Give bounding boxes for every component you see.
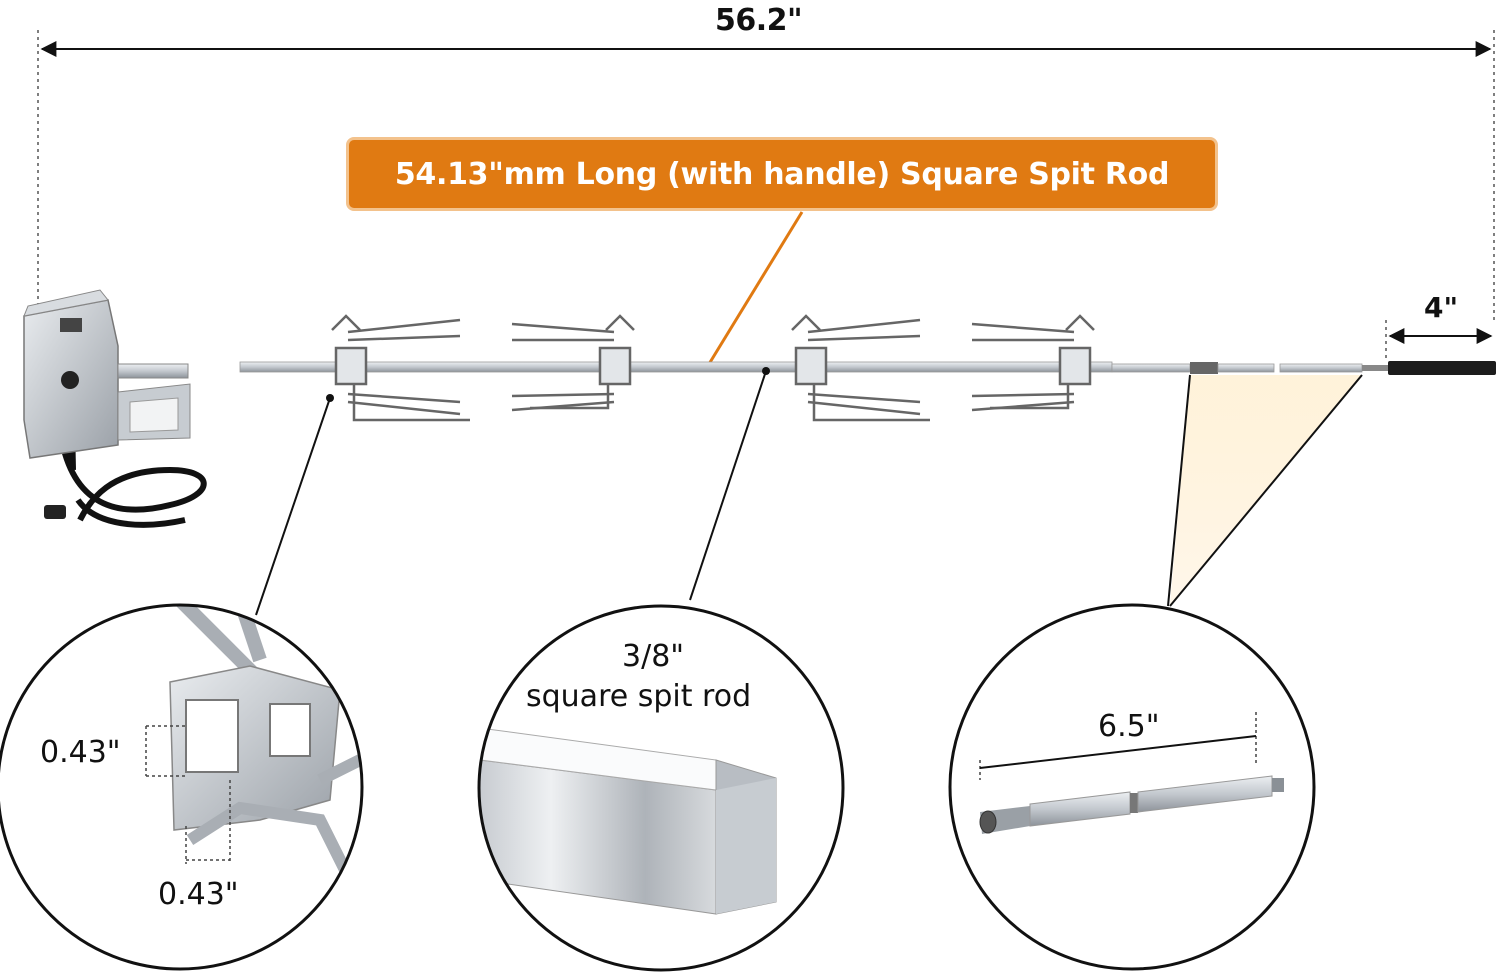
extension-detail-circle (948, 603, 1316, 971)
meat-fork-1 (331, 314, 470, 422)
spit-rod-banner-text: 54.13"mm Long (with handle) Square Spit … (394, 156, 1170, 192)
meat-fork-3 (791, 314, 930, 422)
motor-unit (23, 289, 207, 528)
overall-length-label: 56.2" (715, 3, 803, 38)
extension-length-label: 6.5" (1098, 709, 1160, 744)
meat-fork-4 (971, 314, 1095, 412)
rod-size-label: 3/8" (622, 639, 685, 674)
spit-rod-banner: 54.13"mm Long (with handle) Square Spit … (346, 137, 1218, 211)
end-dimension (1385, 320, 1493, 360)
meat-fork-2 (511, 314, 635, 412)
rod-type-label: square spit rod (526, 679, 752, 714)
rod-detail-circle (477, 604, 845, 972)
banner-leader (707, 211, 804, 365)
callout-leaders (255, 367, 1363, 616)
bracket-detail-circle (0, 603, 364, 971)
bracket-height-label: 0.43" (40, 735, 121, 770)
overall-dimension (37, 30, 1495, 320)
end-length-label: 4" (1424, 291, 1459, 324)
bracket-width-label: 0.43" (158, 877, 239, 912)
spit-rod (239, 361, 1496, 375)
